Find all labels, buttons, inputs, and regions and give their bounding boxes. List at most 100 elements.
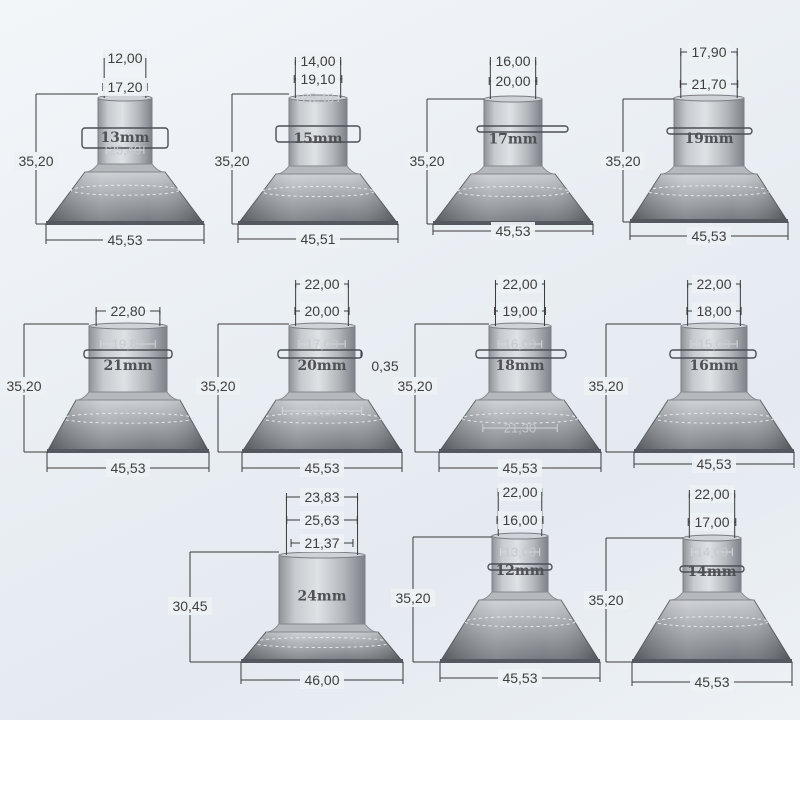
flange-ring — [475, 349, 567, 359]
flange-inner-edge — [261, 412, 383, 424]
flange-rim — [238, 221, 398, 225]
height-label-bg — [14, 152, 58, 170]
base-dimension-label-bg — [498, 669, 542, 687]
flange-inner-edge — [461, 412, 579, 424]
flange-ring — [487, 563, 553, 571]
flange-rim — [242, 449, 402, 453]
flange-ring — [277, 349, 363, 359]
flange-rim — [46, 221, 204, 225]
flange-neck — [265, 623, 379, 633]
height-label-bg — [391, 589, 435, 607]
top-dimension-label: 23,83 — [304, 489, 339, 505]
bottom-inner-dimension-label: 21,30 — [306, 404, 339, 419]
second-dimension-label-bg — [103, 78, 147, 96]
bottom-inner-dimension-label: 21,30 — [504, 421, 537, 436]
flange-rim — [241, 659, 403, 663]
flange-tube-opening — [483, 95, 543, 103]
side-dimension-label: 0,35 — [371, 358, 398, 374]
height-dimension-label: 35,20 — [397, 378, 432, 394]
top-dimension-label-bg — [103, 49, 147, 67]
top-dimension-label: 22,00 — [304, 276, 339, 292]
flange-cone-shade — [241, 632, 403, 662]
second-dimension-label: 17,00 — [694, 514, 729, 530]
size-label: 12mm — [495, 563, 544, 579]
inner-dimension-label: 16,00 — [504, 337, 537, 352]
flange-cone-shade — [630, 174, 788, 222]
base-dimension-label: 45,53 — [691, 228, 726, 244]
flange-ring — [275, 125, 361, 143]
top-dimension-label-bg — [106, 302, 150, 320]
flange-tube — [488, 325, 552, 401]
top-dimension-label: 16,00 — [495, 53, 530, 69]
second-dimension-label-bg — [687, 75, 731, 93]
flange-ring — [83, 349, 173, 359]
flange-neck — [275, 391, 369, 401]
flange-tube-opening — [680, 322, 748, 330]
flange-neck — [470, 165, 556, 175]
top-dimension-label: 22,00 — [502, 484, 537, 500]
top-dimension-label-bg — [692, 275, 736, 293]
flange-inner-edge — [653, 412, 775, 424]
base-dimension-label-bg — [103, 231, 147, 249]
flange-tube — [673, 97, 745, 175]
flange-cone-shade — [439, 400, 601, 452]
base-dimension-label-bg — [300, 459, 344, 477]
height-label-bg — [393, 377, 437, 395]
base-dimension-label: 46,00 — [304, 672, 339, 688]
top-dimension-label-bg — [690, 485, 734, 503]
flange-neck — [667, 391, 761, 401]
flange-tube-opening — [488, 322, 552, 330]
inner-dimension-label: 25,40 — [109, 143, 142, 158]
second-dimension-label-bg — [300, 511, 344, 529]
flange-neck — [478, 591, 562, 601]
second-dimension-label: 19,10 — [300, 71, 335, 87]
second-dimension-label: 21,70 — [691, 76, 726, 92]
second-dimension-label: 18,00 — [696, 303, 731, 319]
third-dimension-label-bg — [300, 534, 344, 552]
flange-neck — [669, 591, 755, 601]
second-dimension-label: 20,00 — [495, 73, 530, 89]
second-dimension-label-bg — [692, 302, 736, 320]
second-dimension-label: 16,00 — [502, 512, 537, 528]
flange-tube — [288, 97, 348, 175]
flange-inner-edge — [261, 186, 375, 197]
flange-rim — [634, 449, 794, 453]
flange-rim — [439, 449, 601, 453]
size-label: 16mm — [689, 358, 738, 374]
size-label: 13mm — [100, 130, 149, 146]
height-dimension-label: 30,45 — [172, 598, 207, 614]
base-dimension-label-bg — [296, 230, 340, 248]
flange-cone-shade — [47, 400, 209, 452]
blank-margin — [0, 720, 800, 800]
second-dimension-label-bg — [491, 72, 535, 90]
flange-ring — [679, 565, 745, 573]
inner-dimension-label: 19,80 — [112, 337, 145, 352]
top-dimension-label-bg — [687, 43, 731, 61]
flange-rim — [440, 659, 600, 663]
flange-cone-shade — [634, 400, 794, 452]
height-dimension-label: 35,20 — [588, 378, 623, 394]
flange-cone-shade — [433, 174, 593, 224]
top-dimension-label-bg — [300, 275, 344, 293]
height-dimension-label: 35,20 — [214, 153, 249, 169]
flange-inner-edge — [251, 637, 393, 648]
flange-neck — [275, 165, 361, 175]
height-label-bg — [168, 597, 212, 615]
base-dimension-label: 45,53 — [502, 460, 537, 476]
flange-tube — [288, 325, 356, 401]
top-dimension-label: 22,80 — [110, 303, 145, 319]
height-label-bg — [584, 377, 628, 395]
second-dimension-label: 20,00 — [304, 303, 339, 319]
height-label-bg — [584, 591, 628, 609]
flange-cone-shade — [632, 600, 792, 662]
flange-tube — [680, 325, 748, 401]
flange-tube-opening — [278, 551, 366, 559]
flange-inner-edge — [61, 412, 195, 424]
